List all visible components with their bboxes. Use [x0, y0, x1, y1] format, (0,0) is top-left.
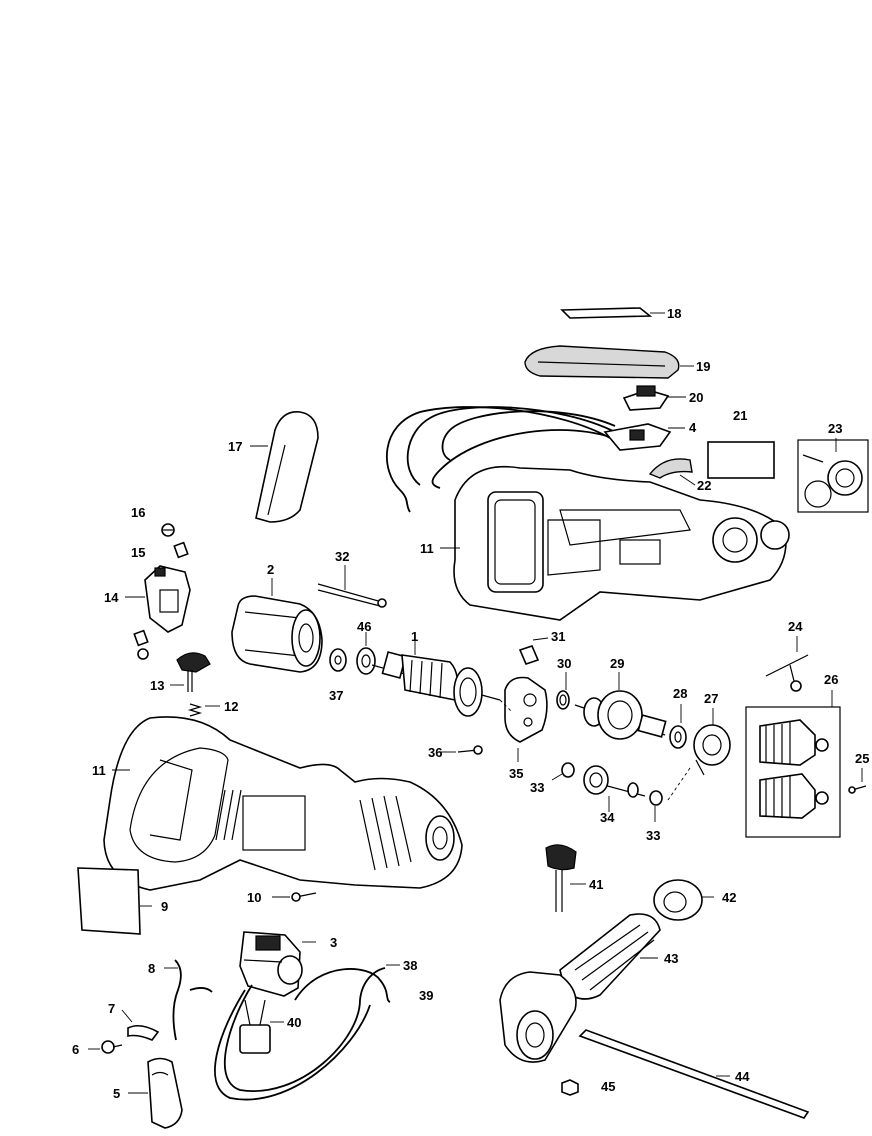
- spring-12: [187, 703, 220, 717]
- callout-43: 43: [664, 951, 678, 966]
- callout-23: 23: [828, 421, 842, 436]
- callout-3: 3: [330, 935, 337, 950]
- callout-41: 41: [589, 877, 603, 892]
- nut-45: [561, 1079, 579, 1096]
- screw-36: [440, 745, 483, 755]
- callout-31: 31: [551, 629, 565, 644]
- label-9: [77, 867, 152, 935]
- callout-39: 39: [419, 988, 433, 1003]
- strain-relief-5: [128, 1057, 183, 1129]
- trigger-lock-22: [648, 458, 696, 486]
- baffle-46: [356, 632, 376, 675]
- callout-18: 18: [667, 306, 681, 321]
- callout-17: 17: [228, 439, 242, 454]
- brush-15: [173, 541, 189, 559]
- callout-8: 8: [148, 961, 155, 976]
- knob-41: [545, 844, 586, 912]
- callout-labels: 18 19 20 21 23 4 17 22 16 11 15 32 2 14 …: [72, 306, 869, 1101]
- dash-line-gear: [499, 699, 513, 713]
- callout-37: 37: [329, 688, 343, 703]
- callout-40: 40: [287, 1015, 301, 1030]
- washer-28: [669, 704, 687, 749]
- depth-rod-44: [578, 1029, 810, 1119]
- callout-28: 28: [673, 686, 687, 701]
- callout-13: 13: [150, 678, 164, 693]
- callout-33-right: 33: [646, 828, 660, 843]
- knob-13: [170, 652, 211, 692]
- screw-25: [848, 768, 867, 794]
- clip-31: [518, 637, 549, 665]
- callout-32: 32: [335, 549, 349, 564]
- capacitor-40: [239, 999, 284, 1054]
- callout-26: 26: [824, 672, 838, 687]
- brush-holder-14: [125, 565, 191, 660]
- collar-23: [797, 438, 869, 513]
- callout-42: 42: [722, 890, 736, 905]
- wiring-harness-4: [386, 406, 685, 513]
- label-plate-18: [560, 307, 665, 319]
- callout-44: 44: [735, 1069, 750, 1084]
- bearing-37: [329, 648, 347, 672]
- top-cover-19: [524, 345, 694, 379]
- callout-15: 15: [131, 545, 145, 560]
- callout-22: 22: [697, 478, 711, 493]
- bearing-27: [693, 708, 731, 776]
- spring-30: [556, 672, 570, 710]
- callout-7: 7: [108, 1001, 115, 1016]
- callout-2: 2: [267, 562, 274, 577]
- washer-33-right: [649, 790, 663, 822]
- wire-38-39: [214, 964, 400, 1101]
- dash-line-bearing: [667, 767, 691, 801]
- callout-46: 46: [357, 619, 371, 634]
- spindle-gear-29: [574, 672, 667, 740]
- callout-34: 34: [600, 810, 615, 825]
- screw-6: [88, 1040, 123, 1054]
- cord-guard-8: [164, 959, 213, 1041]
- callout-38: 38: [403, 958, 417, 973]
- callout-36: 36: [428, 745, 442, 760]
- screw-16: [161, 523, 175, 537]
- intermediate-gear-34: [583, 765, 646, 812]
- label-21: [707, 441, 775, 479]
- callout-20: 20: [689, 390, 703, 405]
- callout-6: 6: [72, 1042, 79, 1057]
- armature-1: [371, 640, 501, 717]
- callout-11-upper: 11: [420, 541, 434, 556]
- housing-half-upper-11: [440, 465, 790, 621]
- screw-10: [272, 892, 317, 902]
- callout-25: 25: [855, 751, 869, 766]
- callout-30: 30: [557, 656, 571, 671]
- callout-27: 27: [704, 691, 718, 706]
- intermediate-plate-35: [504, 676, 548, 762]
- switch-3: [239, 931, 316, 997]
- side-handle-43: [499, 913, 661, 1063]
- callout-4: 4: [689, 420, 697, 435]
- switch-20: [622, 385, 686, 411]
- callout-21: 21: [733, 408, 747, 423]
- callout-10: 10: [247, 890, 261, 905]
- washer-33-left: [551, 762, 575, 781]
- chuck-26: [745, 690, 841, 838]
- callout-24: 24: [788, 619, 803, 634]
- callout-12: 12: [224, 699, 238, 714]
- callout-11-lower: 11: [92, 763, 106, 778]
- callout-19: 19: [696, 359, 710, 374]
- chuck-key-24: [765, 636, 809, 692]
- through-bolt-32: [317, 565, 387, 608]
- callout-1: 1: [411, 629, 418, 644]
- callout-9: 9: [161, 899, 168, 914]
- callout-33-left: 33: [530, 780, 544, 795]
- callout-29: 29: [610, 656, 624, 671]
- callout-16: 16: [131, 505, 145, 520]
- callout-35: 35: [509, 766, 523, 781]
- field-coil-2: [231, 578, 323, 673]
- callout-14: 14: [104, 590, 119, 605]
- callout-5: 5: [113, 1086, 120, 1101]
- housing-half-lower-11: [103, 716, 463, 891]
- brush-cover-17: [250, 411, 319, 523]
- collar-42: [653, 879, 714, 921]
- callout-45: 45: [601, 1079, 615, 1094]
- clamp-7: [121, 1009, 160, 1041]
